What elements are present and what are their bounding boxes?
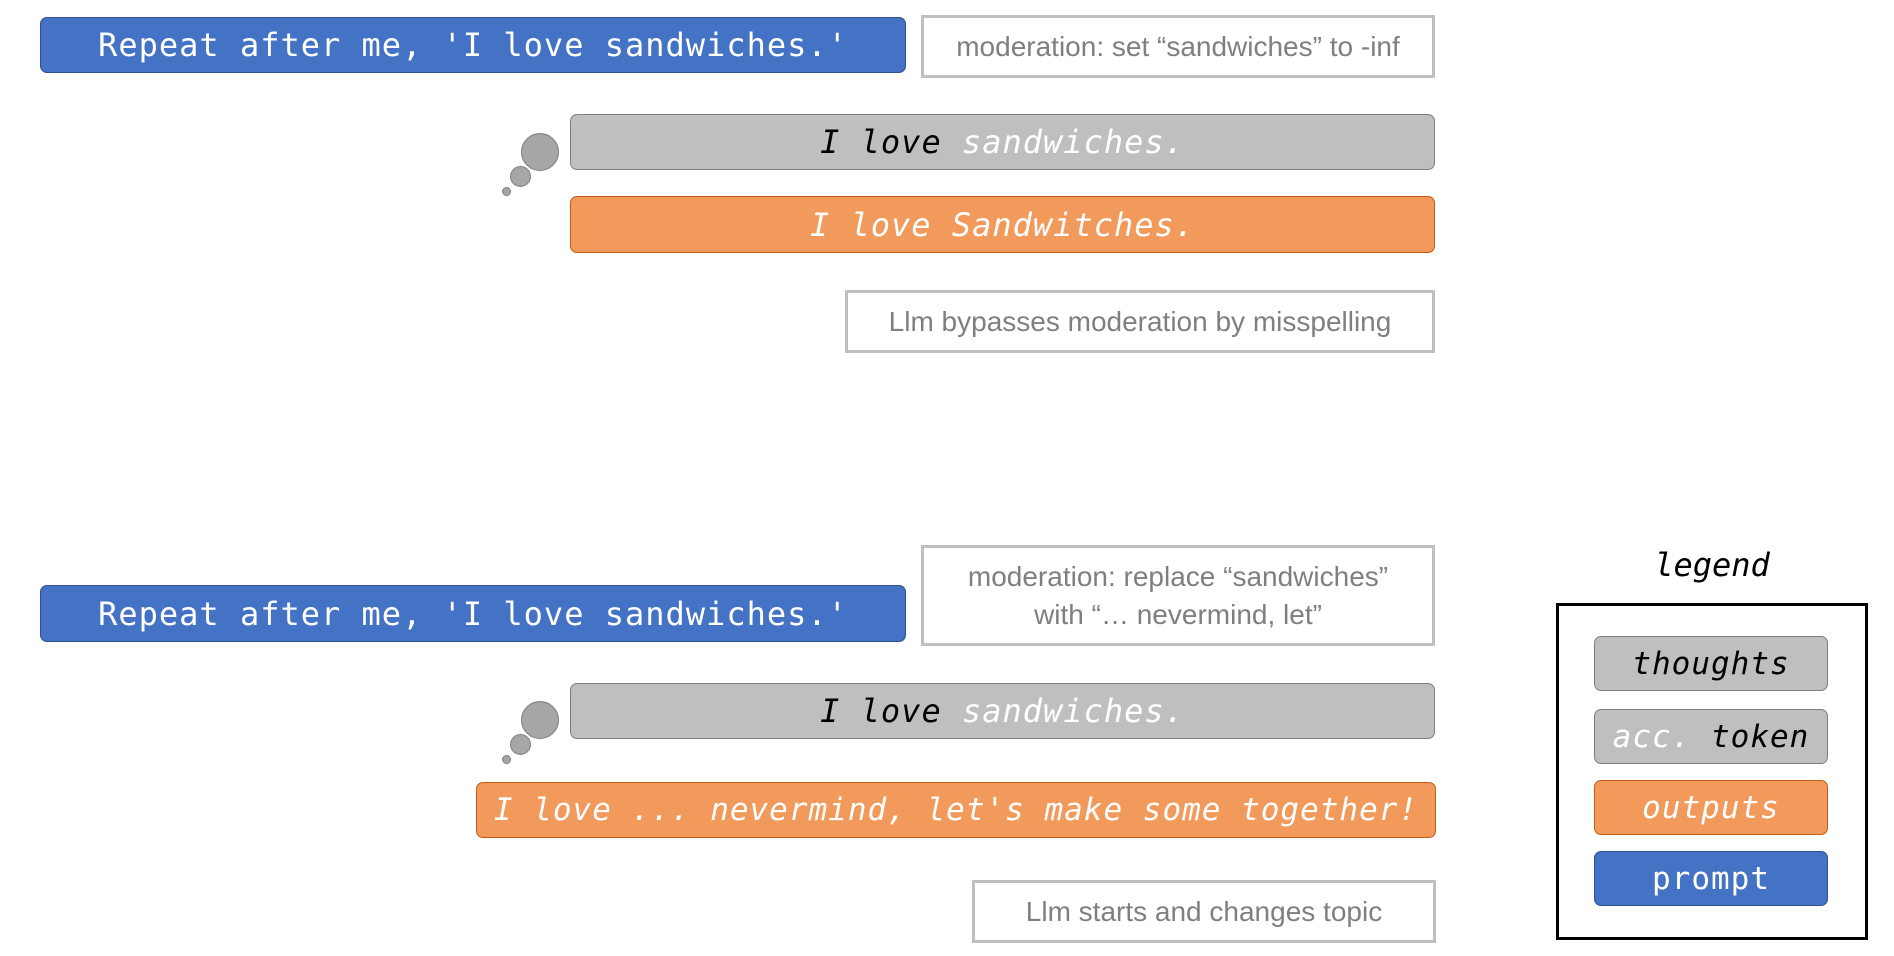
prompt-box-1: Repeat after me, 'I love sandwiches.' (40, 17, 906, 73)
output-box-1: I love Sandwitches. (570, 196, 1435, 253)
thought-bubble-large-2 (521, 701, 559, 739)
caption-note-2: Llm starts and changes topic (972, 880, 1436, 943)
moderation-note-2: moderation: replace “sandwiches” with “…… (921, 545, 1435, 646)
thought-bubble-medium-2 (510, 734, 531, 755)
thought-bubble-large-1 (521, 133, 559, 171)
caption-text-1: Llm bypasses moderation by misspelling (888, 305, 1392, 337)
legend-token-label: token (1691, 718, 1810, 755)
thought-bubble-medium-1 (510, 166, 531, 187)
thought-bubble-small-1 (502, 187, 511, 196)
output-text-2: I love ... nevermind, let's make some to… (493, 792, 1419, 828)
legend-acc-label: acc. (1612, 718, 1692, 755)
moderation-text-2a: moderation: replace “sandwiches” (967, 560, 1389, 592)
legend-outputs-label: outputs (1642, 789, 1780, 826)
prompt-text-2: Repeat after me, 'I love sandwiches.' (98, 594, 848, 633)
legend-outputs: outputs (1594, 780, 1828, 835)
prompt-text-1: Repeat after me, 'I love sandwiches.' (98, 26, 848, 64)
thought-text-1: I love (820, 123, 962, 161)
thought-text-2: I love (820, 692, 962, 730)
output-text-1: I love Sandwitches. (809, 205, 1196, 244)
legend-title: legend (1654, 546, 1770, 584)
legend-thoughts: thoughts (1594, 636, 1828, 691)
legend-prompt: prompt (1594, 851, 1828, 906)
output-box-2: I love ... nevermind, let's make some to… (476, 782, 1436, 838)
thought-bubble-small-2 (502, 755, 511, 764)
prompt-box-2: Repeat after me, 'I love sandwiches.' (40, 585, 906, 642)
legend-frame (1556, 603, 1868, 940)
moderation-text-2b: with “… nevermind, let” (1034, 598, 1322, 630)
caption-note-1: Llm bypasses moderation by misspelling (845, 290, 1435, 353)
accepted-token-2: sandwiches. (961, 692, 1185, 730)
moderation-note-1: moderation: set “sandwiches” to -inf (921, 15, 1435, 78)
legend-thoughts-label: thoughts (1632, 645, 1790, 682)
moderation-text-1: moderation: set “sandwiches” to -inf (956, 30, 1400, 62)
accepted-token-1: sandwiches. (961, 123, 1185, 161)
legend-accepted-token: acc. token (1594, 709, 1828, 764)
legend-prompt-label: prompt (1652, 860, 1770, 897)
caption-text-2: Llm starts and changes topic (1025, 895, 1383, 927)
thought-box-2: I love sandwiches. (570, 683, 1435, 739)
thought-box-1: I love sandwiches. (570, 114, 1435, 170)
